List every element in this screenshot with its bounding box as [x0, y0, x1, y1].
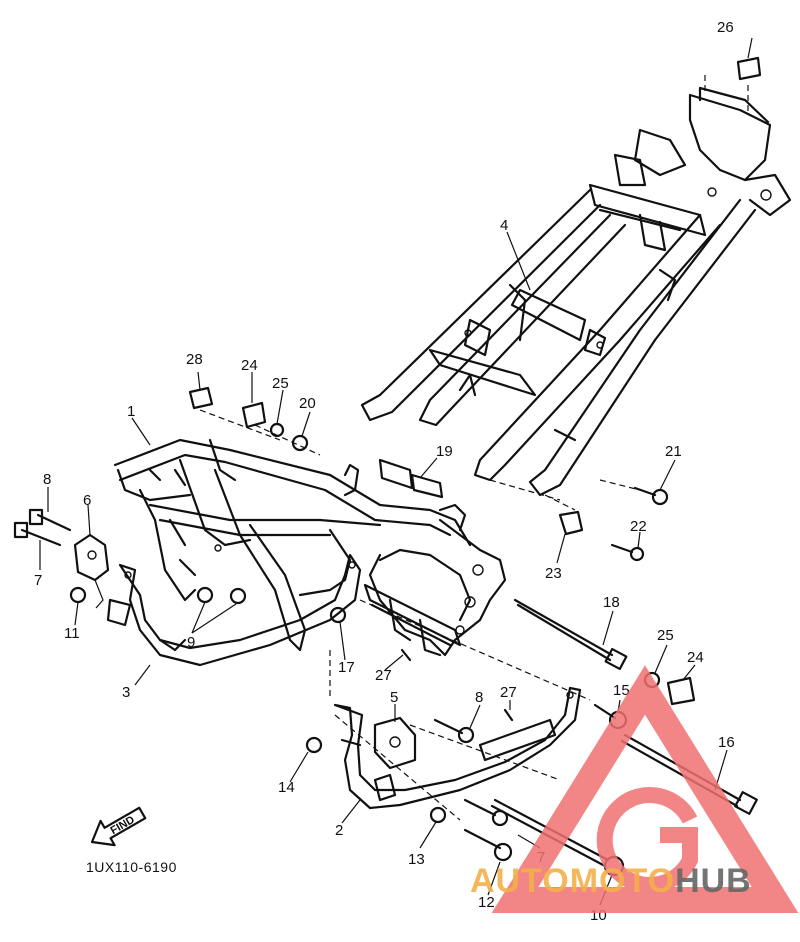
callout-9: 9: [187, 634, 195, 651]
mount-plate-part-6: [73, 533, 110, 582]
callout-5: 5: [390, 689, 398, 706]
find-arrow-icon: FIND: [90, 806, 147, 847]
main-frame-part-1: [113, 438, 507, 657]
callout-11: 11: [64, 625, 80, 642]
callout-25-right: 25: [657, 627, 674, 644]
callout-labels: 1 2 3 4 5 6 7 7 8 8 9 10 11 12 13 14 15 …: [34, 19, 735, 924]
callout-2: 2: [335, 822, 343, 839]
callout-25-top: 25: [272, 375, 289, 392]
callout-14: 14: [278, 779, 295, 796]
callout-12: 12: [478, 894, 495, 911]
callout-8-left: 8: [43, 471, 51, 488]
callout-16: 16: [718, 734, 735, 751]
left-bracket-part-3: [106, 553, 362, 667]
callout-27-center: 27: [375, 667, 392, 684]
callout-22: 22: [630, 518, 647, 535]
leader-lines: [39, 37, 753, 906]
mount-plate-part-5: [373, 716, 417, 770]
callout-18: 18: [603, 594, 620, 611]
rear-subframe-part-4: [360, 86, 792, 497]
engine-mount-block: [363, 583, 462, 657]
callout-21: 21: [665, 443, 682, 460]
callout-8-center: 8: [475, 689, 483, 706]
watermark-logo: [491, 665, 799, 913]
callout-1: 1: [127, 403, 135, 420]
callout-17: 17: [338, 659, 355, 676]
callout-7-left: 7: [34, 572, 42, 589]
fasteners: [13, 56, 762, 877]
watermark-text: AUTOMOTOHUB: [470, 862, 752, 900]
callout-3: 3: [122, 684, 130, 701]
callout-24-right: 24: [687, 649, 704, 666]
callout-24-top: 24: [241, 357, 258, 374]
callout-19: 19: [436, 443, 453, 460]
callout-4: 4: [500, 217, 508, 234]
callout-20: 20: [299, 395, 316, 412]
watermark-text-automoto: AUTOMOTO: [470, 862, 675, 900]
callout-28: 28: [186, 351, 203, 368]
watermark-g-icon: [596, 787, 698, 893]
callout-15: 15: [613, 682, 630, 699]
lower-bracket-part-2: [333, 686, 582, 810]
callout-26: 26: [717, 19, 734, 36]
callout-23: 23: [545, 565, 562, 582]
callout-27-right: 27: [500, 684, 517, 701]
watermark-triangle-icon: [491, 665, 799, 913]
callout-6: 6: [83, 492, 91, 509]
callout-13: 13: [408, 851, 425, 868]
watermark-text-hub: HUB: [675, 862, 752, 900]
diagram-code: 1UX110-6190: [86, 859, 177, 875]
